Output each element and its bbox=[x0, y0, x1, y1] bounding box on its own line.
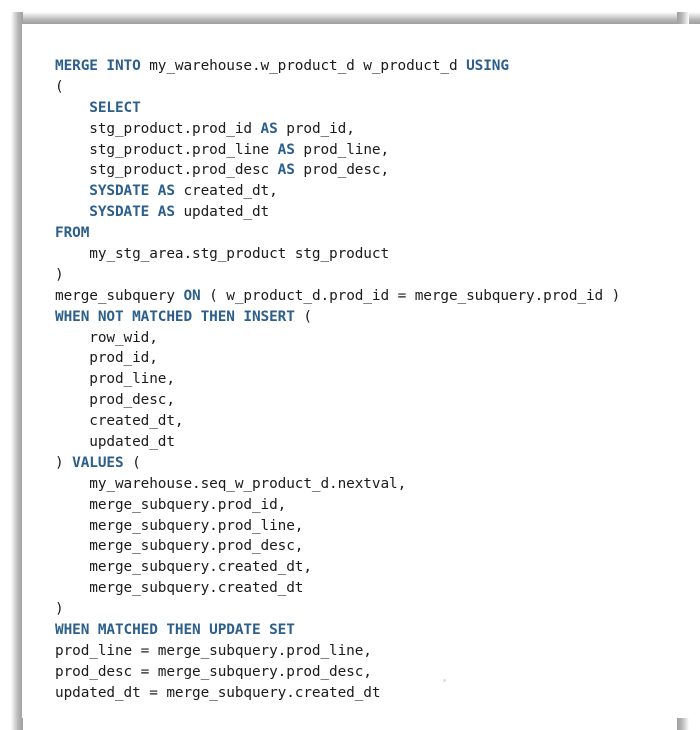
sql-keyword: WHEN NOT MATCHED THEN INSERT bbox=[55, 308, 295, 325]
code-line: ( bbox=[55, 77, 620, 98]
sql-text: merge_subquery.prod_line, bbox=[89, 517, 304, 534]
code-indent bbox=[55, 392, 89, 408]
sql-keyword: VALUES bbox=[72, 454, 124, 471]
sql-text: prod_desc = merge_subquery.prod_desc, bbox=[55, 663, 372, 680]
code-line: WHEN MATCHED THEN UPDATE SET bbox=[55, 620, 620, 641]
code-line: merge_subquery.created_dt bbox=[55, 578, 620, 599]
code-line: merge_subquery.prod_line, bbox=[55, 516, 620, 537]
code-indent bbox=[55, 518, 89, 534]
code-indent bbox=[55, 246, 89, 262]
sql-keyword: ON bbox=[183, 287, 201, 304]
code-line: stg_product.prod_desc AS prod_desc, bbox=[55, 160, 620, 181]
sql-text: my_warehouse.w_product_d w_product_d bbox=[140, 58, 467, 74]
code-line: stg_product.prod_line AS prod_line, bbox=[55, 140, 620, 161]
sql-text: ) bbox=[55, 266, 64, 283]
code-line: created_dt, bbox=[55, 411, 620, 432]
code-line: row_wid, bbox=[55, 328, 620, 349]
code-line: prod_id, bbox=[55, 348, 620, 369]
sql-text: merge_subquery.prod_desc, bbox=[89, 538, 304, 555]
sql-text: prod_line, bbox=[294, 141, 390, 158]
code-surface: MERGE INTO my_warehouse.w_product_d w_pr… bbox=[22, 24, 700, 718]
code-line: FROM bbox=[55, 223, 620, 244]
sql-text: merge_subquery.created_dt, bbox=[89, 559, 312, 576]
sql-text: prod_desc, bbox=[89, 392, 175, 409]
sql-text: updated_dt = merge_subquery.created_dt bbox=[55, 684, 381, 701]
code-indent bbox=[55, 162, 89, 178]
code-indent bbox=[55, 371, 89, 387]
sql-code-block[interactable]: MERGE INTO my_warehouse.w_product_d w_pr… bbox=[55, 56, 620, 704]
code-line: merge_subquery.prod_id, bbox=[55, 495, 620, 516]
code-line: my_warehouse.seq_w_product_d.nextval, bbox=[55, 474, 620, 495]
code-indent bbox=[55, 559, 89, 575]
sql-keyword: MERGE INTO bbox=[55, 58, 141, 74]
code-line: my_stg_area.stg_product stg_product bbox=[55, 244, 620, 265]
code-line: SYSDATE AS created_dt, bbox=[55, 181, 620, 202]
code-indent bbox=[55, 121, 89, 137]
code-line: ) VALUES ( bbox=[55, 453, 620, 474]
sql-text: ) bbox=[55, 601, 64, 618]
sql-text: created_dt, bbox=[174, 183, 278, 200]
code-indent bbox=[55, 434, 89, 450]
sql-text: ( bbox=[294, 308, 312, 325]
sql-keyword: AS bbox=[260, 120, 278, 137]
sql-keyword: USING bbox=[466, 58, 509, 74]
sql-text: created_dt, bbox=[89, 413, 184, 430]
code-indent bbox=[55, 580, 89, 596]
code-indent bbox=[55, 350, 89, 366]
sql-text: ( w_product_d.prod_id = merge_subquery.p… bbox=[200, 287, 621, 304]
sql-keyword: AS bbox=[277, 141, 295, 158]
sql-text: stg_product.prod_desc bbox=[89, 162, 278, 179]
code-indent bbox=[55, 497, 89, 513]
sql-text: stg_product.prod_line bbox=[89, 141, 278, 158]
sql-text: row_wid, bbox=[89, 329, 158, 346]
sql-keyword: WHEN MATCHED THEN UPDATE SET bbox=[55, 622, 295, 639]
sql-text: stg_product.prod_id bbox=[89, 120, 261, 137]
code-line: ) bbox=[55, 265, 620, 286]
code-line: prod_desc, bbox=[55, 390, 620, 411]
code-line: WHEN NOT MATCHED THEN INSERT ( bbox=[55, 307, 620, 328]
sql-text: merge_subquery.prod_id, bbox=[89, 496, 287, 513]
sql-text: prod_desc, bbox=[294, 162, 390, 179]
sql-text: ( bbox=[123, 454, 141, 471]
code-indent bbox=[55, 204, 89, 220]
code-line: ) bbox=[55, 599, 620, 620]
code-indent bbox=[55, 538, 89, 554]
sql-text: prod_id, bbox=[277, 120, 355, 137]
sql-text: my_stg_area.stg_product stg_product bbox=[89, 246, 390, 263]
sql-text: my_warehouse.seq_w_product_d.nextval, bbox=[89, 475, 407, 492]
code-line: SELECT bbox=[55, 98, 620, 119]
sql-text: prod_line = merge_subquery.prod_line, bbox=[55, 642, 372, 659]
code-indent bbox=[55, 413, 89, 429]
sql-text: prod_line, bbox=[89, 371, 175, 388]
code-indent bbox=[55, 476, 89, 492]
sql-text: ) bbox=[55, 454, 73, 471]
code-line: stg_product.prod_id AS prod_id, bbox=[55, 119, 620, 140]
sql-keyword: FROM bbox=[55, 225, 90, 242]
sql-text: ( bbox=[55, 78, 64, 95]
code-line: MERGE INTO my_warehouse.w_product_d w_pr… bbox=[55, 56, 620, 77]
code-line: prod_line, bbox=[55, 369, 620, 390]
sql-text: updated_dt bbox=[89, 434, 175, 451]
sql-keyword: SYSDATE AS bbox=[89, 183, 175, 200]
code-indent bbox=[55, 330, 89, 346]
sql-text: updated_dt bbox=[174, 204, 270, 221]
code-line: updated_dt bbox=[55, 432, 620, 453]
sql-text: merge_subquery bbox=[55, 287, 184, 304]
code-indent bbox=[55, 183, 89, 199]
code-line: merge_subquery ON ( w_product_d.prod_id … bbox=[55, 286, 620, 307]
sql-keyword: AS bbox=[277, 162, 295, 179]
code-line: updated_dt = merge_subquery.created_dt bbox=[55, 683, 620, 704]
sql-text: prod_id, bbox=[89, 350, 158, 367]
code-indent bbox=[55, 100, 89, 116]
sql-keyword: SELECT bbox=[89, 99, 141, 116]
sql-text: merge_subquery.created_dt bbox=[89, 580, 304, 597]
code-line: prod_line = merge_subquery.prod_line, bbox=[55, 641, 620, 662]
code-line: prod_desc = merge_subquery.prod_desc, bbox=[55, 662, 620, 683]
sql-keyword: SYSDATE AS bbox=[89, 204, 175, 221]
code-line: SYSDATE AS updated_dt bbox=[55, 202, 620, 223]
code-indent bbox=[55, 142, 89, 158]
code-line: merge_subquery.created_dt, bbox=[55, 557, 620, 578]
code-line: merge_subquery.prod_desc, bbox=[55, 536, 620, 557]
scan-artifact-dot bbox=[443, 679, 446, 682]
